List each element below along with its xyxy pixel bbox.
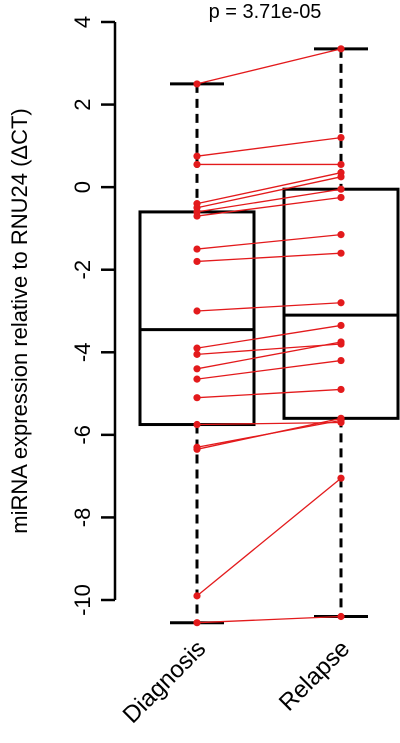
y-axis: 4 2 0 -2 -4 -6 -8 -10 bbox=[70, 16, 117, 616]
point-relapse bbox=[337, 612, 345, 621]
pair-line bbox=[196, 421, 342, 426]
point-relapse bbox=[337, 231, 345, 239]
pair-line bbox=[196, 388, 342, 399]
pair-line bbox=[196, 343, 342, 355]
point-relapse bbox=[337, 193, 345, 202]
point-relapse bbox=[337, 249, 345, 257]
y-tick-label: -10 bbox=[70, 584, 95, 616]
point-diagnosis bbox=[193, 420, 201, 429]
point-diagnosis bbox=[193, 307, 201, 315]
point-relapse bbox=[337, 185, 345, 193]
point-diagnosis bbox=[193, 152, 201, 160]
point-diagnosis bbox=[193, 592, 201, 600]
y-tick-label: -4 bbox=[70, 343, 95, 363]
pair-line bbox=[196, 233, 342, 250]
point-relapse bbox=[337, 134, 345, 142]
point-relapse bbox=[337, 474, 345, 482]
pair-line bbox=[196, 477, 342, 597]
point-relapse bbox=[337, 321, 345, 330]
box-iqr bbox=[138, 210, 256, 427]
pair-line bbox=[196, 341, 342, 370]
point-diagnosis bbox=[193, 375, 201, 383]
paired-lines bbox=[193, 45, 345, 627]
point-diagnosis bbox=[193, 80, 201, 88]
y-tick-label: 2 bbox=[70, 98, 95, 110]
pair-line bbox=[196, 188, 342, 213]
point-relapse bbox=[337, 299, 345, 307]
point-diagnosis bbox=[193, 365, 201, 373]
pair-line bbox=[196, 48, 342, 85]
point-diagnosis bbox=[193, 245, 201, 253]
pair-line bbox=[196, 359, 342, 380]
point-diagnosis bbox=[193, 350, 201, 358]
point-diagnosis bbox=[193, 394, 201, 402]
pair-line bbox=[196, 196, 342, 217]
pair-line bbox=[196, 136, 342, 157]
y-tick-label: -8 bbox=[70, 508, 95, 528]
point-diagnosis bbox=[193, 257, 201, 266]
point-diagnosis bbox=[193, 344, 201, 352]
p-value-annotation: p = 3.71e-05 bbox=[209, 1, 322, 23]
point-relapse bbox=[337, 414, 345, 422]
pair-line bbox=[196, 324, 342, 349]
pair-line bbox=[196, 172, 342, 205]
point-relapse bbox=[337, 173, 345, 181]
point-relapse bbox=[337, 160, 345, 169]
point-diagnosis bbox=[193, 212, 201, 220]
y-tick-label: 4 bbox=[70, 16, 95, 28]
point-diagnosis bbox=[193, 619, 201, 627]
pair-line bbox=[196, 176, 342, 209]
point-relapse bbox=[337, 45, 345, 53]
pair-line bbox=[196, 615, 342, 624]
point-diagnosis bbox=[193, 445, 201, 453]
pair-line bbox=[196, 252, 342, 263]
pair-line bbox=[196, 417, 342, 450]
point-relapse bbox=[337, 356, 345, 365]
x-axis: Diagnosis Relapse bbox=[118, 635, 356, 729]
pair-line bbox=[196, 302, 342, 312]
x-tick-label: Diagnosis bbox=[118, 635, 212, 729]
point-relapse bbox=[337, 385, 345, 394]
y-tick-label: -2 bbox=[70, 260, 95, 280]
x-tick-label: Relapse bbox=[274, 635, 355, 716]
y-tick-label: 0 bbox=[70, 181, 95, 193]
y-tick-label: -6 bbox=[70, 425, 95, 445]
y-axis-label: miRNA expression relative to RNU24 (ΔCT) bbox=[7, 108, 32, 533]
point-diagnosis bbox=[193, 160, 201, 169]
point-relapse bbox=[337, 338, 345, 346]
